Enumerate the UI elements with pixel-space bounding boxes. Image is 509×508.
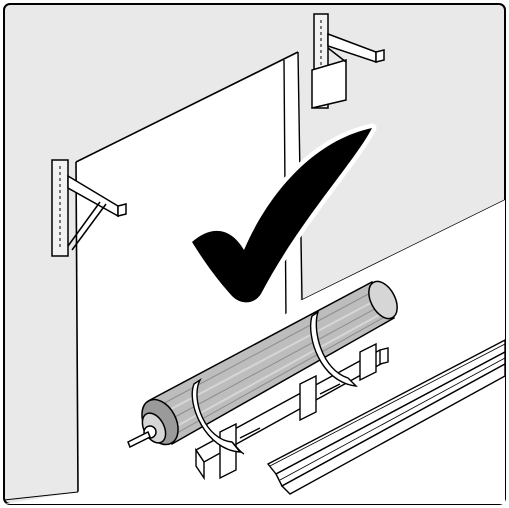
floor-edge: [3, 491, 79, 501]
door-edge-left: [75, 161, 79, 493]
roller-door-drum-icon: [127, 280, 398, 449]
wall-bracket-left: [51, 159, 127, 257]
checkmark-icon: [187, 123, 377, 307]
door-lintel: [75, 51, 299, 163]
guide-rail-icon: [266, 338, 506, 495]
strap-left: [191, 377, 245, 455]
strap-right: [310, 310, 358, 387]
wall-bracket-right: [311, 13, 385, 109]
